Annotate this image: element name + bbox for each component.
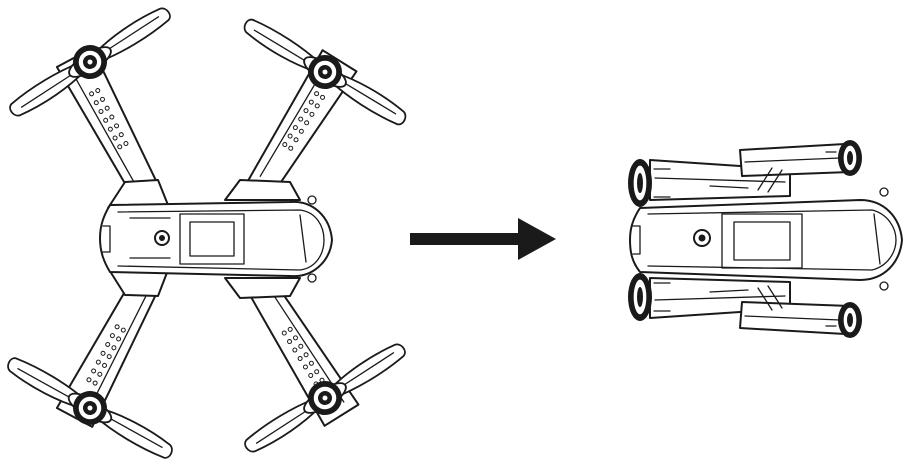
folded-motor-left-bottom: [628, 273, 671, 321]
folded-arm-top: [649, 143, 851, 201]
joint-front-right: [224, 179, 301, 201]
drone-folded-icon: [628, 140, 903, 338]
folded-drone-body: [629, 187, 903, 291]
arrow-right-icon: [410, 218, 556, 260]
joint-rear-right: [224, 277, 301, 299]
drone-unfolded-icon: [1, 0, 413, 469]
drone-body: [99, 195, 333, 283]
propeller-rear-right: [237, 334, 413, 461]
folded-motor-right-bottom: [825, 302, 862, 338]
folded-motor-right-top: [825, 140, 862, 176]
folded-arm-bottom: [649, 277, 851, 335]
folded-motor-left-top: [628, 159, 671, 207]
